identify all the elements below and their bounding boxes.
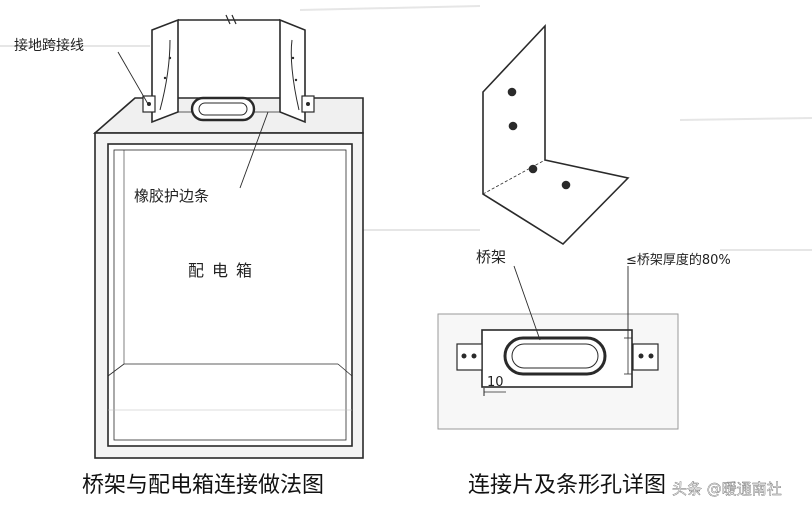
side-plate-left: [456, 343, 483, 371]
plate-hole: [507, 87, 517, 97]
distribution-box-drawing: [92, 14, 364, 459]
background-texture: [0, 5, 812, 251]
plate-hole: [561, 180, 571, 190]
plate-hole: [528, 164, 538, 174]
label-cable-tray: 桥架: [476, 248, 506, 266]
label-dimension-10: 10: [487, 375, 504, 390]
label-ground-jumper: 接地跨接线: [14, 37, 84, 54]
bent-connector-plate: [482, 23, 630, 246]
slot-detail-panel: [437, 265, 679, 430]
plate-hole: [508, 121, 518, 131]
strip-slot: [503, 336, 607, 376]
leader-ground-jumper: [117, 51, 149, 105]
connector-plate-drawing: [482, 23, 630, 246]
label-tray-thickness-limit: ≤桥架厚度的80%: [626, 252, 731, 268]
side-plate-right: [632, 343, 659, 371]
caption-left: 桥架与配电箱连接做法图: [82, 473, 324, 498]
leader-cable-tray: [513, 265, 541, 341]
box-inner-frame: [107, 143, 353, 447]
watermark: 头条 @暖通南社: [672, 480, 782, 498]
label-rubber-edge-strip: 橡胶护边条: [134, 187, 209, 205]
label-distribution-box: 配电箱: [188, 261, 260, 280]
caption-right: 连接片及条形孔详图: [468, 473, 666, 498]
ground-jumper-wire: [159, 39, 171, 111]
leader-rubber-strip: [239, 111, 269, 189]
top-slot: [190, 96, 256, 122]
break-mark: [225, 14, 237, 25]
tray-left-wall: [151, 18, 179, 124]
